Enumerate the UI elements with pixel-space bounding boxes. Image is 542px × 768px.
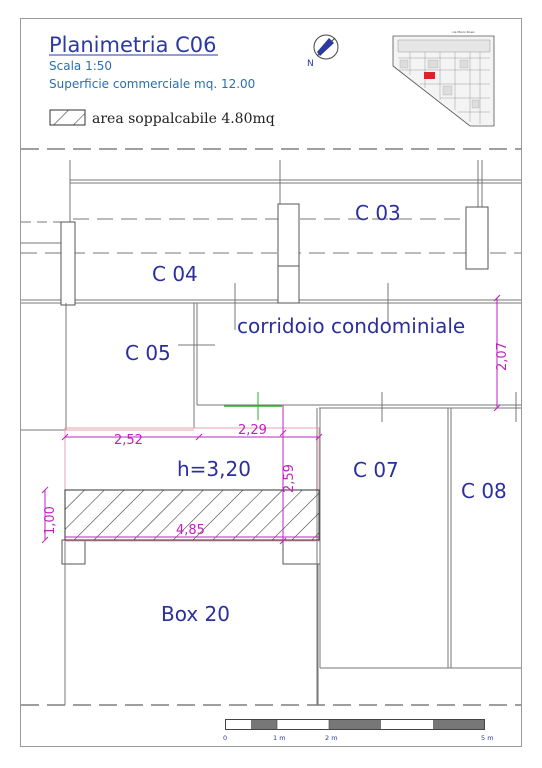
dimension-2-52: 2,52 xyxy=(114,433,143,448)
room-height: h=3,20 xyxy=(177,457,251,481)
room-c03: C 03 xyxy=(355,201,401,225)
dimension-4-85: 4,85 xyxy=(176,523,205,538)
scale-text: Scala 1:50 xyxy=(49,59,112,73)
dimension-2-29: 2,29 xyxy=(238,423,267,438)
room-box20: Box 20 xyxy=(161,602,230,626)
pillar xyxy=(277,265,300,304)
room-c07: C 07 xyxy=(353,458,399,482)
dimension-2-59: 2,59 xyxy=(282,464,297,493)
scale-tick-0: 0 xyxy=(223,734,227,742)
pillar xyxy=(60,221,76,306)
dimension-lines xyxy=(41,294,501,545)
north-label: N xyxy=(307,59,314,69)
dimension-1-00: 1,00 xyxy=(43,506,58,535)
walls-upper xyxy=(21,160,521,431)
pillar xyxy=(277,203,300,267)
scale-tick-2m: 2 m xyxy=(325,734,338,742)
pillar xyxy=(465,206,489,270)
key-plan-highlight xyxy=(424,72,435,79)
pillar xyxy=(282,540,321,565)
legend-hatch-swatch xyxy=(49,109,86,126)
room-corridor: corridoio condominiale xyxy=(237,314,465,338)
legend: area soppalcabile 4.80mq xyxy=(49,109,275,127)
plan-title: Planimetria C06 xyxy=(49,33,217,57)
scale-tick-1m: 1 m xyxy=(273,734,286,742)
dimension-2-07: 2,07 xyxy=(495,342,510,371)
key-plan-thumbnail: via Mario Rossi xyxy=(392,30,495,127)
page-border xyxy=(20,18,522,747)
legend-text: area soppalcabile 4.80mq xyxy=(92,111,275,127)
room-c08: C 08 xyxy=(461,479,507,503)
walls-middle xyxy=(64,283,521,705)
room-c05: C 05 xyxy=(125,341,171,365)
key-plan-street: via Mario Rossi xyxy=(452,30,475,34)
pillars xyxy=(60,203,489,565)
surface-text: Superficie commerciale mq. 12.00 xyxy=(49,77,255,91)
scale-tick-5m: 5 m xyxy=(481,734,494,742)
north-arrow-icon: N xyxy=(307,34,339,69)
room-c04: C 04 xyxy=(152,262,198,286)
mezzanine-hatch-area xyxy=(64,489,320,541)
unit-c06-outline xyxy=(64,427,320,542)
scale-bar xyxy=(225,719,485,730)
